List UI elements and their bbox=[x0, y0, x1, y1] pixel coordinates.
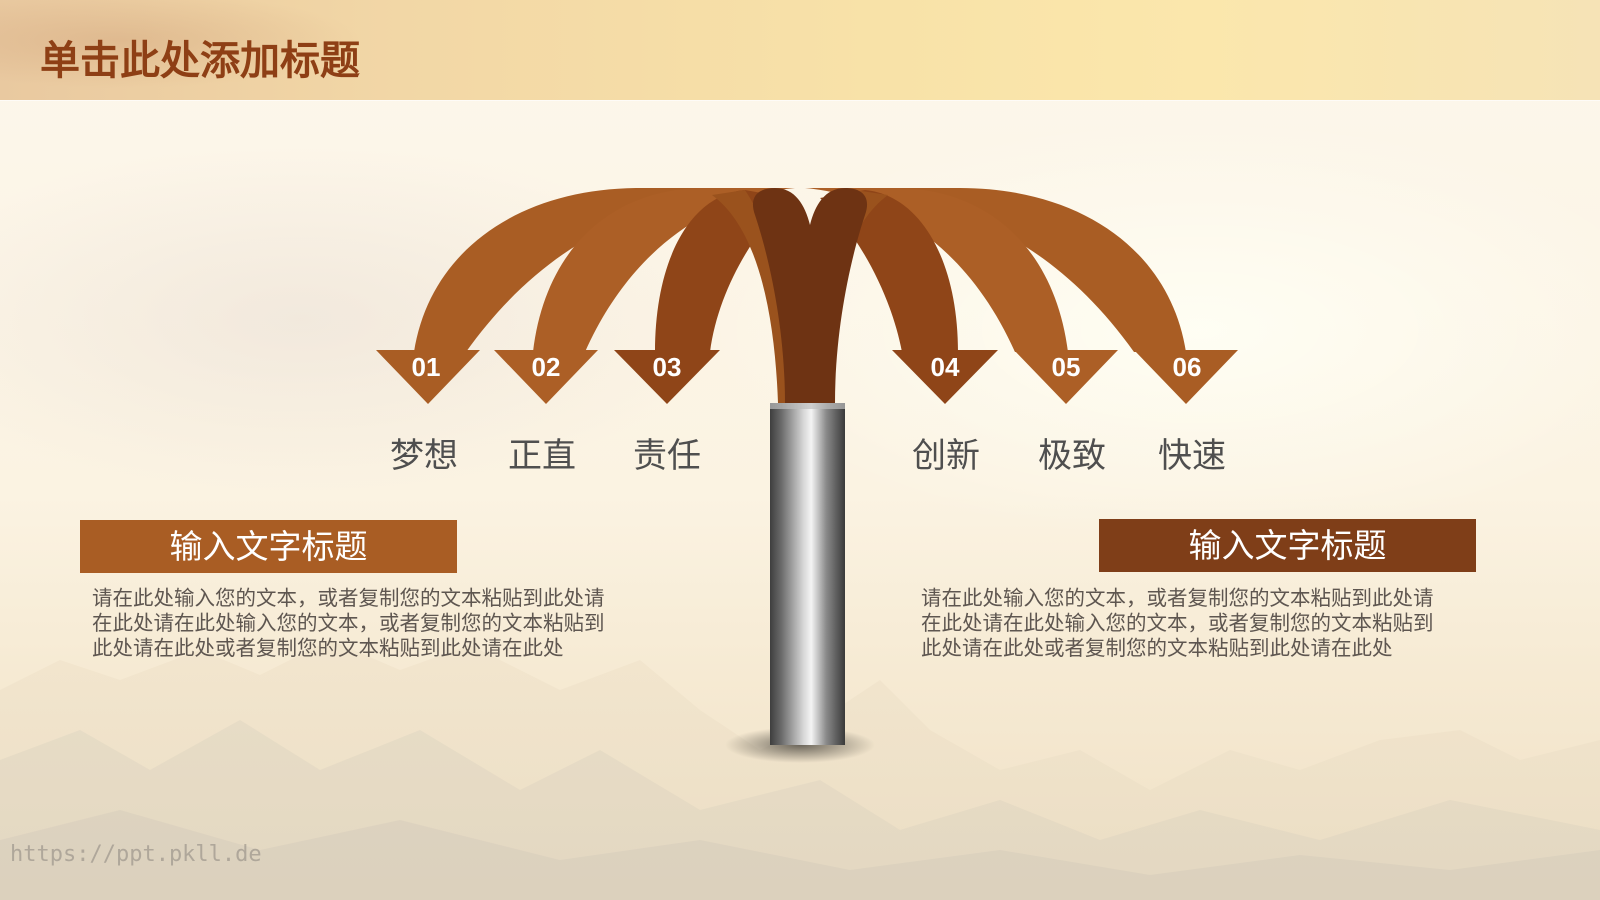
arrow-number-01: 01 bbox=[411, 352, 441, 382]
label-speed[interactable]: 快速 bbox=[1158, 436, 1226, 476]
arrow-number-03: 03 bbox=[652, 352, 682, 382]
arrow-number-04: 04 bbox=[930, 352, 960, 382]
left-body-text[interactable]: 请在此处输入您的文本，或者复制您的文本粘贴到此处请 在此处请在此处输入您的文本，… bbox=[92, 586, 637, 661]
right-heading-box[interactable]: 输入文字标题 bbox=[1099, 519, 1476, 572]
label-excellence[interactable]: 极致 bbox=[1038, 436, 1106, 476]
trunk-center bbox=[752, 188, 868, 403]
mountain-background-image bbox=[0, 640, 1600, 900]
slide-title[interactable]: 单击此处添加标题 bbox=[40, 38, 360, 84]
arrow-02[interactable] bbox=[494, 188, 795, 404]
right-body-line: 此处请在此处或者复制您的文本粘贴到此处请在此处 bbox=[921, 636, 1393, 660]
left-heading-box[interactable]: 输入文字标题 bbox=[80, 520, 457, 573]
left-body-line: 在此处请在此处输入您的文本，或者复制您的文本粘贴到 bbox=[92, 611, 605, 635]
label-dream[interactable]: 梦想 bbox=[390, 436, 458, 476]
arrow-05[interactable] bbox=[805, 188, 1118, 404]
right-body-line: 请在此处输入您的文本，或者复制您的文本粘贴到此处请 bbox=[921, 586, 1434, 610]
arrow-06[interactable] bbox=[810, 188, 1238, 404]
left-body-line: 请在此处输入您的文本，或者复制您的文本粘贴到此处请 bbox=[92, 586, 605, 610]
right-heading-text: 输入文字标题 bbox=[1188, 526, 1387, 565]
label-integrity[interactable]: 正直 bbox=[508, 436, 576, 476]
label-responsibility[interactable]: 责任 bbox=[633, 436, 701, 476]
right-body-text[interactable]: 请在此处输入您的文本，或者复制您的文本粘贴到此处请 在此处请在此处输入您的文本，… bbox=[921, 586, 1466, 661]
arrow-number-02: 02 bbox=[531, 352, 561, 382]
arrow-01[interactable] bbox=[376, 188, 790, 404]
arrow-number-05: 05 bbox=[1051, 352, 1081, 382]
left-body-line: 此处请在此处或者复制您的文本粘贴到此处请在此处 bbox=[92, 636, 564, 660]
label-innovation[interactable]: 创新 bbox=[912, 436, 980, 476]
left-heading-text: 输入文字标题 bbox=[169, 527, 368, 566]
right-body-line: 在此处请在此处输入您的文本，或者复制您的文本粘贴到 bbox=[921, 611, 1434, 635]
arrow-number-06: 06 bbox=[1172, 352, 1202, 382]
title-bar bbox=[0, 0, 1600, 100]
silver-pole bbox=[770, 403, 845, 745]
watermark-url: https://ppt.pkll.de bbox=[10, 842, 262, 867]
